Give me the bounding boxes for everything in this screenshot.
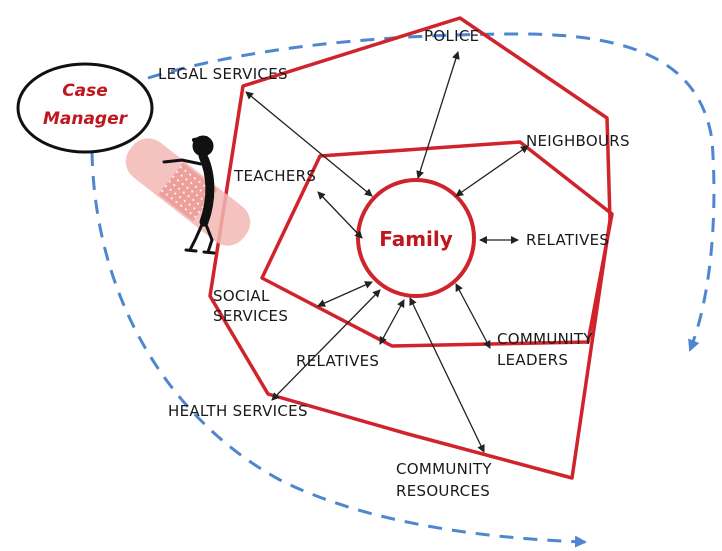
arrow-legal-services: [245, 91, 373, 197]
label-relatives-right: RELATIVES: [526, 231, 609, 249]
label-community-resources-line2: RESOURCES: [396, 482, 490, 500]
arrow-community-resources: [409, 297, 485, 453]
figure-icon: [162, 135, 216, 255]
arrow-social-services: [317, 281, 373, 307]
arrow-relatives-bottom: [379, 299, 405, 345]
arrow-neighbours: [455, 145, 529, 197]
label-teachers: TEACHERS: [233, 167, 316, 185]
label-health-services: HEALTH SERVICES: [168, 402, 308, 420]
arrow-teachers: [317, 191, 363, 239]
family-node: Family: [356, 178, 476, 298]
case-manager-line2: Manager: [43, 109, 129, 129]
dashed-flow-left: [90, 151, 587, 548]
label-social-services-line1: SOCIAL: [213, 287, 270, 305]
family-label: Family: [379, 227, 453, 251]
label-relatives-bottom: RELATIVES: [296, 352, 379, 370]
case-manager-line1: Case: [62, 81, 108, 101]
label-community-resources-line1: COMMUNITY: [396, 460, 492, 478]
arrow-community-leaders: [455, 283, 491, 349]
bandage-icon: [125, 138, 251, 246]
case-manager-node: Case Manager: [16, 62, 154, 154]
connection-arrows: [245, 51, 529, 453]
label-neighbours: NEIGHBOURS: [526, 132, 630, 150]
inner-network-ring: [260, 140, 614, 348]
arrow-police: [416, 51, 460, 179]
label-legal-services: LEGAL SERVICES: [158, 65, 288, 83]
label-social-services-line2: SERVICES: [213, 307, 288, 325]
label-community-leaders-line2: LEADERS: [497, 351, 568, 369]
arrow-health-services: [271, 289, 381, 401]
label-community-leaders-line1: COMMUNITY: [497, 330, 593, 348]
outer-network-ring: [208, 16, 612, 480]
label-police: POLICE: [424, 27, 479, 45]
